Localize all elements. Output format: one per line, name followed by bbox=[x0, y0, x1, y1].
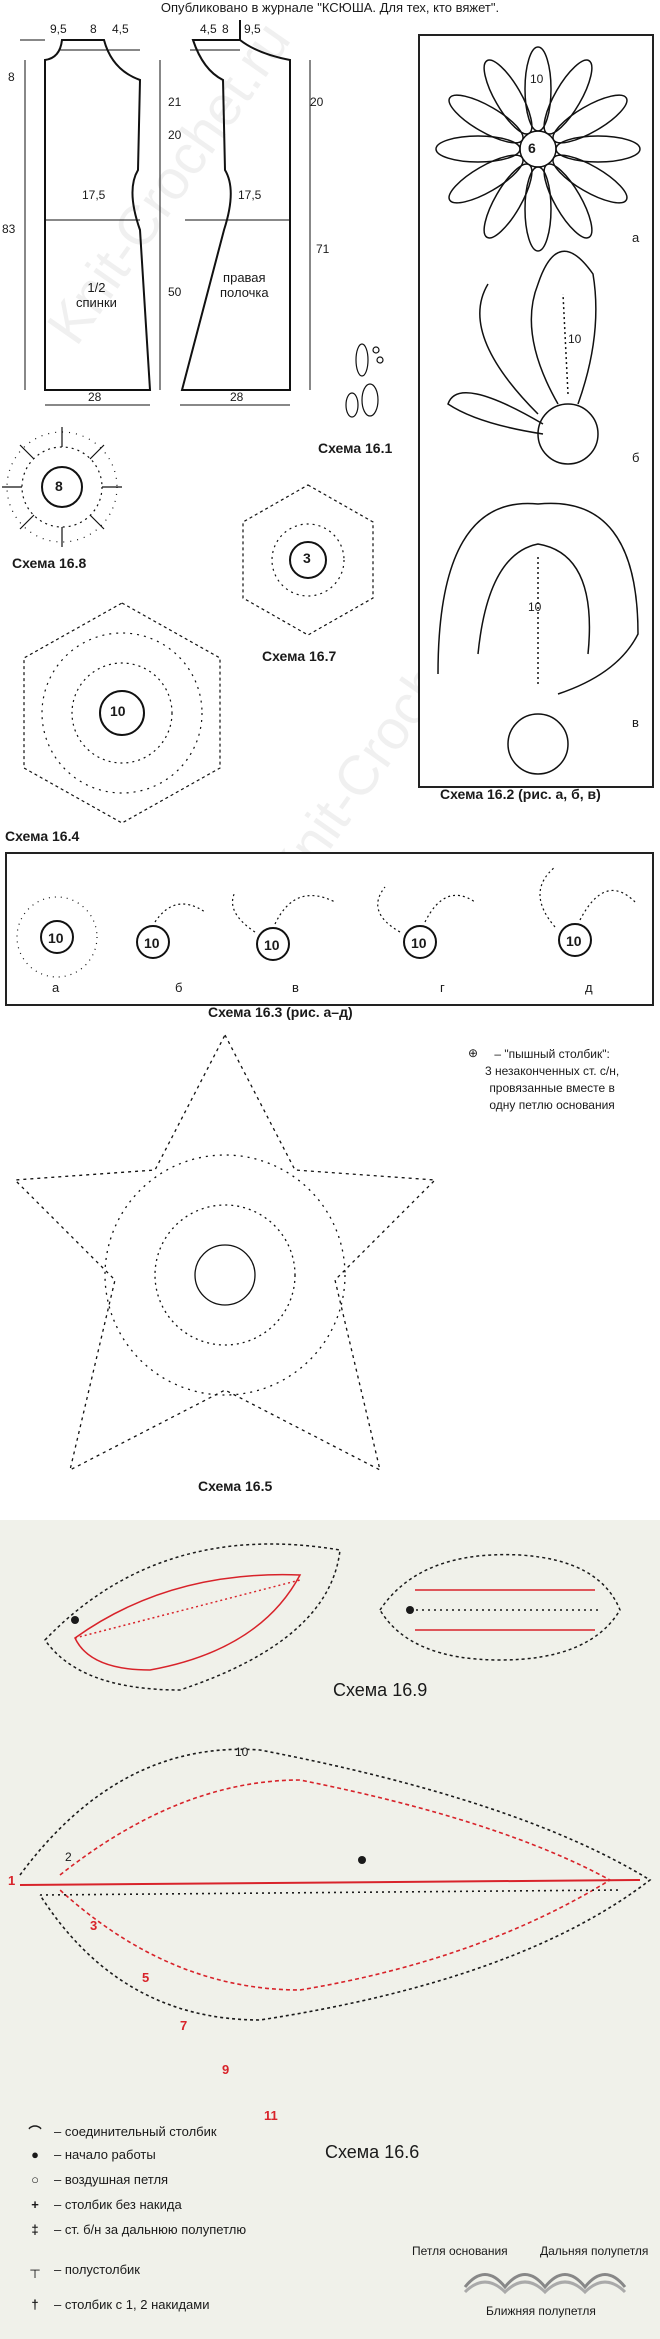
back-dim-20: 20 bbox=[168, 128, 182, 142]
back-dim-50: 50 bbox=[168, 285, 182, 299]
back-dim-top-2: 8 bbox=[90, 22, 97, 36]
letter-a-163: а bbox=[52, 980, 60, 995]
back-dim-8: 8 bbox=[8, 70, 15, 84]
scheme-16-2-figures bbox=[435, 46, 641, 775]
front-outline bbox=[180, 20, 291, 391]
garment-patterns bbox=[20, 20, 311, 406]
single-crochet-icon: + bbox=[31, 2197, 39, 2212]
scheme-16-6-figure bbox=[19, 1748, 652, 2021]
row-3: 3 bbox=[90, 1918, 98, 1933]
back-dim-21: 21 bbox=[168, 95, 182, 109]
scheme-16-2-title: Схема 16.2 (рис. а, б, в) bbox=[440, 786, 601, 802]
back-width-bottom: 28 bbox=[88, 390, 102, 404]
front-label: правая полочка bbox=[220, 270, 269, 300]
loop-base-label: Петля основания bbox=[412, 2244, 508, 2258]
scheme-16-8-figure bbox=[2, 427, 122, 547]
center-10-a: 10 bbox=[48, 930, 64, 946]
loop-near-label: Ближняя полупетля bbox=[486, 2304, 596, 2318]
letter-v: в bbox=[632, 715, 639, 730]
scheme-16-3-figures bbox=[16, 866, 636, 978]
row-9: 9 bbox=[222, 2062, 230, 2077]
front-dim-20: 20 bbox=[310, 95, 324, 109]
slip-stitch-icon: ⌒ bbox=[28, 2125, 42, 2140]
back-label: 1/2 спинки bbox=[76, 280, 117, 310]
letter-a: а bbox=[632, 230, 640, 245]
back-width-mid: 17,5 bbox=[82, 188, 106, 202]
front-dim-top-2: 8 bbox=[222, 22, 229, 36]
puff-stitch-icon: ⊕ bbox=[468, 1046, 479, 1060]
sc-back-loop-icon: ‡ bbox=[31, 2222, 39, 2237]
front-width-mid: 17,5 bbox=[238, 188, 262, 202]
scheme-16-6-title: Схема 16.6 bbox=[325, 2142, 420, 2162]
center-6: 6 bbox=[528, 140, 536, 156]
legend-start: ●– начало работы bbox=[22, 2147, 156, 2162]
loop-illustration bbox=[463, 2273, 627, 2295]
scheme-16-3-title: Схема 16.3 (рис. а–д) bbox=[208, 1004, 353, 1020]
header-text: Опубликовано в журнале "КСЮША. Для тех, … bbox=[160, 0, 500, 15]
legend-single-crochet: +– столбик без накида bbox=[22, 2197, 181, 2212]
scheme-16-5-figure bbox=[13, 1033, 437, 1472]
scheme-16-7-title: Схема 16.7 bbox=[262, 648, 337, 664]
row-2: 2 bbox=[65, 1850, 72, 1864]
front-dim-top-3: 9,5 bbox=[244, 22, 261, 36]
row-10-b: 10 bbox=[568, 332, 582, 346]
letter-d-163: д bbox=[585, 980, 593, 995]
scheme-16-7-figure bbox=[242, 484, 374, 636]
letter-b-163: б bbox=[175, 980, 183, 995]
start-dot-icon: ● bbox=[31, 2147, 39, 2162]
back-outline bbox=[44, 39, 152, 391]
scheme-16-9-title: Схема 16.9 bbox=[333, 1680, 428, 1700]
row-11: 11 bbox=[264, 2108, 278, 2123]
row-10-v: 10 bbox=[528, 600, 542, 614]
letter-g-163: г bbox=[440, 980, 445, 995]
row-10-a: 10 bbox=[530, 72, 544, 86]
row-5: 5 bbox=[142, 1970, 150, 1985]
center-8: 8 bbox=[55, 478, 63, 494]
row-10: 10 bbox=[235, 1745, 249, 1759]
center-10-g: 10 bbox=[411, 935, 427, 951]
center-10-v: 10 bbox=[264, 937, 280, 953]
back-dim-top-3: 4,5 bbox=[112, 22, 129, 36]
scheme-16-8-title: Схема 16.8 bbox=[12, 555, 87, 571]
scheme-16-5-title: Схема 16.5 bbox=[198, 1478, 273, 1494]
scheme-16-3-panel bbox=[5, 852, 654, 1006]
scheme-16-4-title: Схема 16.4 bbox=[5, 828, 80, 844]
leaf-v bbox=[437, 502, 639, 775]
legend-sc-back-loop: ‡– ст. б/н за дальнюю полупетлю bbox=[22, 2222, 246, 2237]
scheme-16-1-title: Схема 16.1 bbox=[318, 440, 393, 456]
letter-v-163: в bbox=[292, 980, 299, 995]
row-7: 7 bbox=[180, 2018, 188, 2033]
flower-a bbox=[435, 46, 641, 252]
row-1: 1 bbox=[8, 1873, 16, 1888]
puff-note: – "пышный столбик": 3 незаконченных ст. … bbox=[485, 1047, 620, 1112]
back-dim-83: 83 bbox=[2, 222, 16, 236]
loop-far-label: Дальняя полупетля bbox=[540, 2244, 649, 2258]
chain-icon: ○ bbox=[31, 2172, 39, 2187]
legend-chain: ○– воздушная петля bbox=[22, 2172, 168, 2187]
center-10-b: 10 bbox=[144, 935, 160, 951]
scheme-16-4-figure bbox=[23, 602, 221, 824]
legend-slip-stitch: ⌒– соединительный столбик bbox=[22, 2122, 216, 2141]
center-10-s164: 10 bbox=[110, 703, 126, 719]
legend-half-double: ┬– полустолбик bbox=[22, 2262, 140, 2277]
double-crochet-icon: † bbox=[31, 2297, 39, 2312]
front-dim-71: 71 bbox=[316, 242, 330, 256]
scheme-16-9-figure bbox=[44, 1543, 621, 1691]
half-double-icon: ┬ bbox=[30, 2262, 40, 2277]
center-10-d: 10 bbox=[566, 933, 582, 949]
center-3: 3 bbox=[303, 550, 311, 566]
leaf-b bbox=[447, 250, 599, 465]
front-dim-top-1: 4,5 bbox=[200, 22, 217, 36]
scheme-16-1-figure bbox=[345, 343, 384, 418]
front-width-bottom: 28 bbox=[230, 390, 244, 404]
letter-b: б bbox=[632, 450, 640, 465]
legend-double-crochet: †– столбик с 1, 2 накидами bbox=[22, 2297, 209, 2312]
back-dim-top-1: 9,5 bbox=[50, 22, 67, 36]
